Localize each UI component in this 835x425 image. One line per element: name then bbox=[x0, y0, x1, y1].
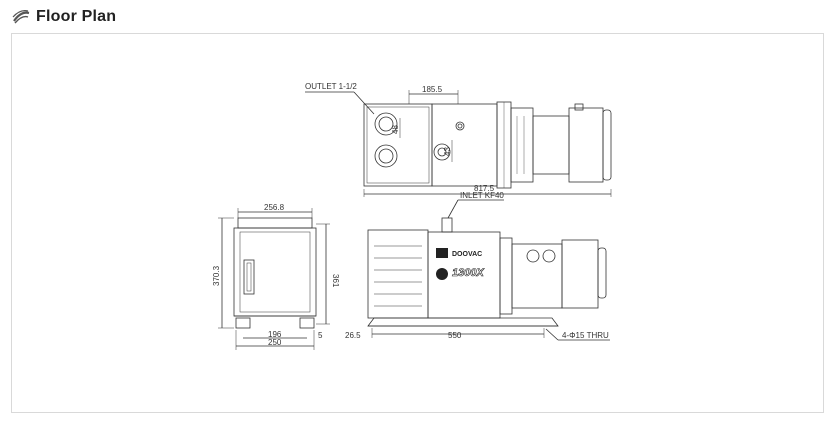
top-dim-48: 48 bbox=[391, 125, 400, 134]
front-view bbox=[367, 199, 610, 341]
top-width-dim: 185.5 bbox=[422, 85, 443, 94]
section-title: Floor Plan bbox=[36, 8, 117, 25]
floor-plan-frame: OUTLET 1-1/2 185.5 48 43 817.5 256.8 370… bbox=[11, 33, 824, 413]
inlet-label: INLET KF40 bbox=[460, 191, 504, 200]
swirl-logo-icon bbox=[12, 10, 30, 24]
side-base-outer-dim: 250 bbox=[268, 338, 282, 347]
side-width-dim: 256.8 bbox=[264, 203, 285, 212]
side-view bbox=[218, 208, 330, 350]
nameplate-emblem-icon bbox=[436, 268, 448, 280]
front-left-dim: 26.5 bbox=[345, 331, 361, 340]
mounting-hole-note: 4-Φ15 THRU bbox=[562, 331, 609, 340]
overall-length-dim: 817.5 bbox=[474, 184, 495, 193]
side-base-inner-dim: 196 bbox=[268, 330, 282, 339]
side-height-outer-dim: 370.3 bbox=[212, 265, 221, 286]
doovac-logo-icon bbox=[436, 248, 448, 258]
pump-brand-text: DOOVAC bbox=[452, 251, 482, 258]
side-small-dim: 5 bbox=[318, 331, 323, 340]
floor-plan-drawing: OUTLET 1-1/2 185.5 48 43 817.5 256.8 370… bbox=[212, 82, 612, 350]
side-height-inner-dim: 361 bbox=[331, 274, 340, 288]
section-header: Floor Plan bbox=[12, 6, 116, 28]
outlet-label: OUTLET 1-1/2 bbox=[305, 82, 357, 91]
top-view bbox=[305, 90, 612, 197]
front-base-dim: 550 bbox=[448, 331, 462, 340]
top-dim-43: 43 bbox=[443, 147, 452, 156]
pump-model-text: 1300X bbox=[452, 267, 484, 279]
